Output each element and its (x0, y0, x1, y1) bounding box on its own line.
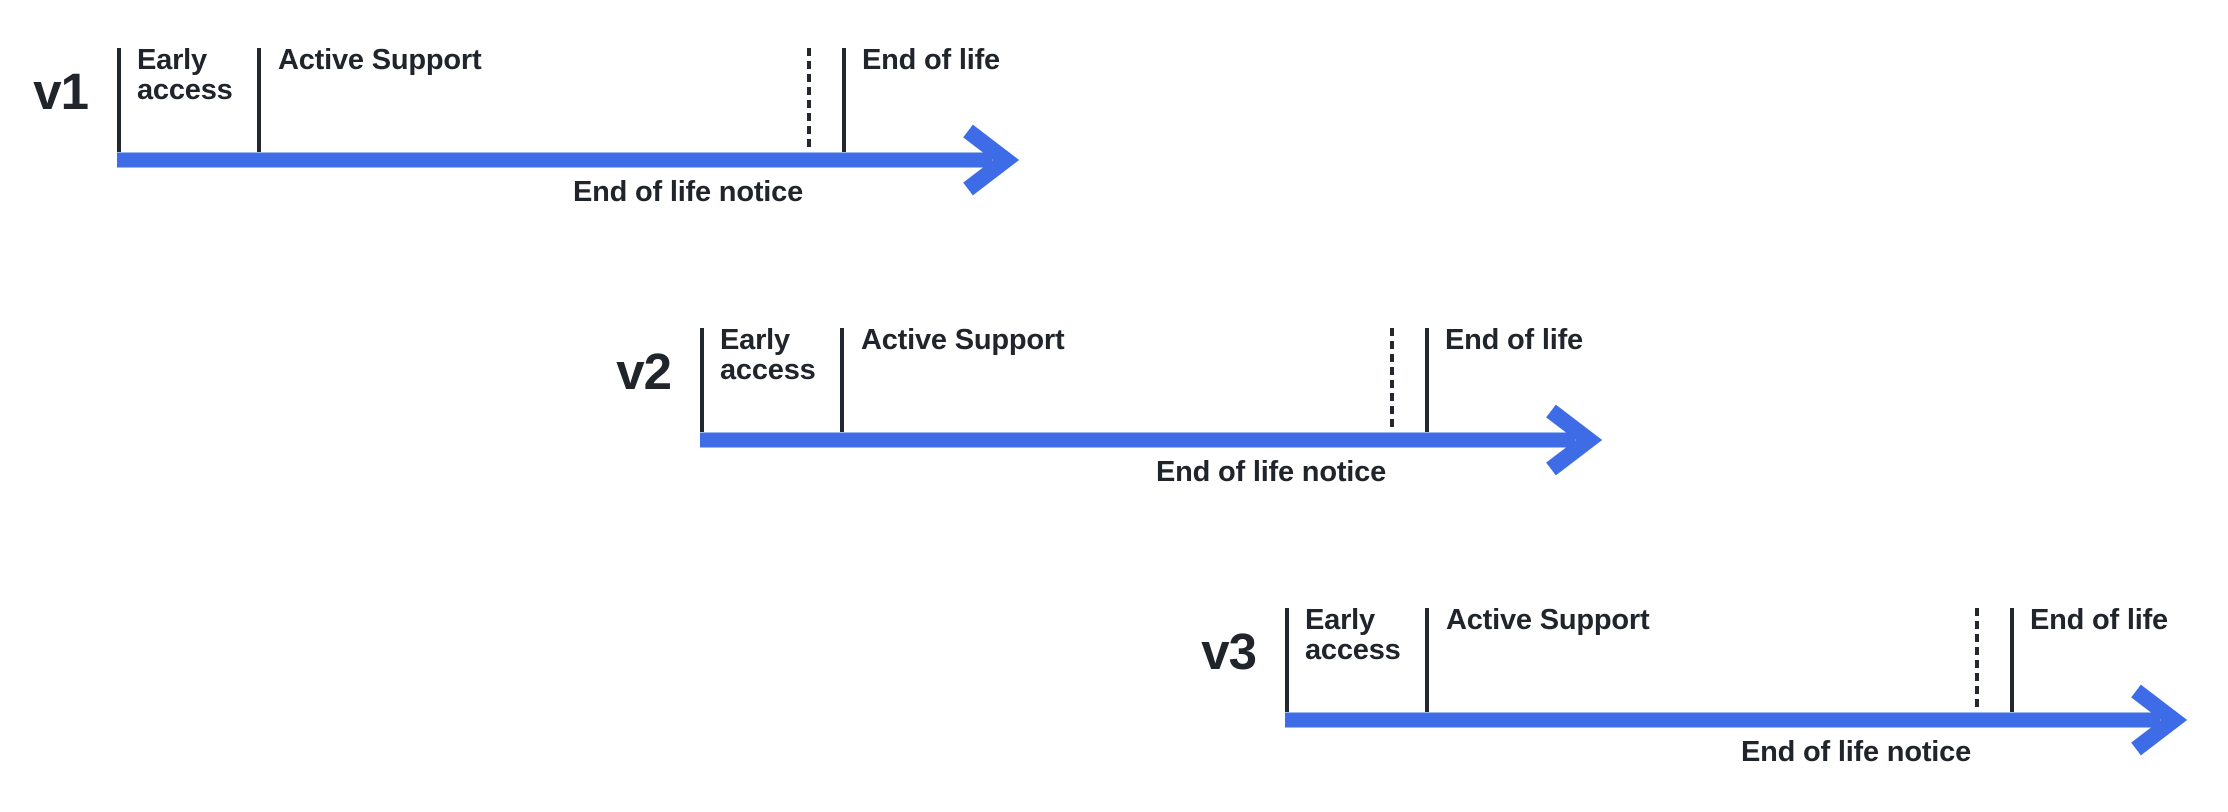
tick-end-of-life (2010, 608, 2014, 712)
timeline-row-v1: v1 Early access Active Support End of li… (0, 44, 1068, 238)
tick-eol-notice-dashed (807, 48, 811, 152)
early-access-label: Early access (137, 44, 233, 106)
arrow-head (1546, 404, 1603, 476)
early-access-label: Early access (1305, 604, 1401, 666)
version-label: v3 (1201, 623, 1257, 680)
timeline-arrow (1285, 684, 2188, 756)
version-label: v1 (33, 63, 89, 120)
arrow-head (2131, 684, 2188, 756)
timeline-row-v2: v2 Early access Active Support End of li… (581, 324, 1651, 518)
timeline-arrow (117, 124, 1020, 196)
active-support-label: Active Support (278, 44, 482, 76)
tick-active-support-start (257, 48, 261, 152)
tick-end-of-life (842, 48, 846, 152)
tick-eol-notice-dashed (1975, 608, 1979, 712)
arrow-head (963, 124, 1020, 196)
tick-active-support-start (840, 328, 844, 432)
eol-notice-label: End of life notice (1155, 456, 1386, 488)
version-label: v2 (616, 343, 672, 400)
end-of-life-label: End of life (862, 44, 1000, 76)
tick-early-access-start (117, 48, 121, 152)
early-access-label: Early access (720, 324, 816, 386)
timeline-row-v3: v3 Early access Active Support End of li… (1166, 604, 2228, 798)
tick-eol-notice-dashed (1390, 328, 1394, 432)
end-of-life-label: End of life (1445, 324, 1583, 356)
eol-notice-label: End of life notice (1740, 736, 1971, 768)
tick-early-access-start (700, 328, 704, 432)
tick-active-support-start (1425, 608, 1429, 712)
eol-notice-label: End of life notice (572, 176, 803, 208)
tick-early-access-start (1285, 608, 1289, 712)
tick-end-of-life (1425, 328, 1429, 432)
active-support-label: Active Support (861, 324, 1065, 356)
active-support-label: Active Support (1446, 604, 1650, 636)
timeline-arrow (700, 404, 1603, 476)
end-of-life-label: End of life (2030, 604, 2168, 636)
